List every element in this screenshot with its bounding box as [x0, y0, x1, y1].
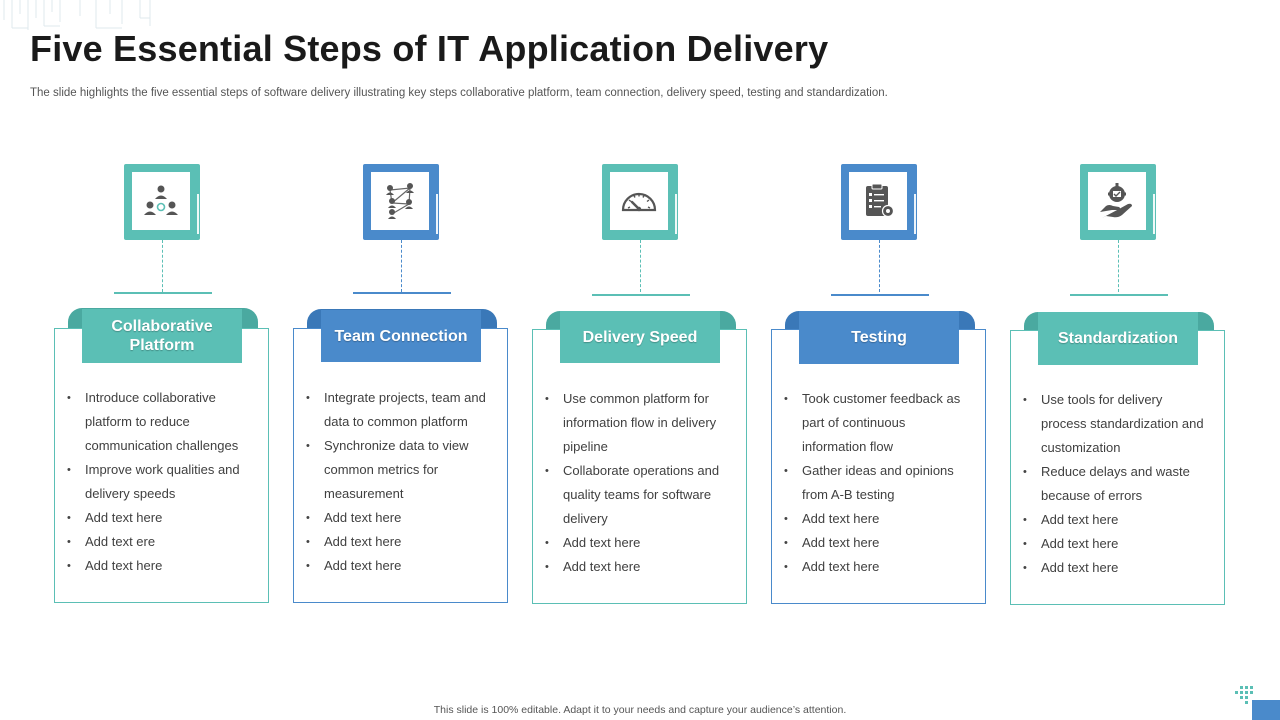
slide-title: Five Essential Steps of IT Application D… [30, 28, 829, 69]
bullet-item: Add text here [304, 530, 494, 554]
step-icon-box [841, 164, 917, 240]
bullet-list: Use common platform for information flow… [543, 387, 733, 579]
decorative-circuit-pattern [3, 0, 151, 30]
bullet-item: Add text here [65, 506, 255, 530]
step-card: Took customer feedback as part of contin… [771, 329, 986, 604]
dashed-connector [640, 240, 641, 292]
bullet-item: Took customer feedback as part of contin… [782, 387, 972, 459]
step-column-collaborative-platform: Introduce collaborative platform to redu… [54, 160, 272, 610]
bullet-list: Introduce collaborative platform to redu… [65, 386, 255, 578]
dashed-connector [401, 240, 402, 292]
step-column-standardization: Use tools for delivery process standardi… [1010, 160, 1228, 610]
connector-bar [831, 294, 929, 296]
bullet-list: Integrate projects, team and data to com… [304, 386, 494, 578]
network-people-icon [386, 183, 414, 219]
speedometer-icon [621, 192, 657, 212]
bullet-item: Add text here [543, 531, 733, 555]
bullet-item: Use common platform for information flow… [543, 387, 733, 459]
connector-bar [353, 292, 451, 294]
bullet-item: Add text here [65, 554, 255, 578]
hand-gear-icon [1100, 183, 1132, 218]
bullet-item: Synchronize data to view common metrics … [304, 434, 494, 506]
step-column-delivery-speed: Use common platform for information flow… [532, 160, 750, 610]
bullet-item: Add text here [782, 555, 972, 579]
connector-bar [1070, 294, 1168, 296]
bullet-item: Introduce collaborative platform to redu… [65, 386, 255, 458]
bullet-list: Took customer feedback as part of contin… [782, 387, 972, 579]
step-card: Integrate projects, team and data to com… [293, 328, 508, 603]
step-label: Standardization [1038, 312, 1198, 365]
connector-bar [114, 292, 212, 294]
step-label: Testing [799, 311, 959, 364]
slide-subtitle: The slide highlights the five essential … [30, 87, 888, 99]
bullet-item: Add text here [782, 531, 972, 555]
step-icon-box [1080, 164, 1156, 240]
step-icon-box [602, 164, 678, 240]
decorative-pixel-pattern [1235, 686, 1280, 720]
step-column-testing: Took customer feedback as part of contin… [771, 160, 989, 610]
bullet-list: Use tools for delivery process standardi… [1021, 388, 1211, 580]
connector-bar [592, 294, 690, 296]
step-card: Use tools for delivery process standardi… [1010, 330, 1225, 605]
step-label: Collaborative Platform [82, 309, 242, 363]
step-label: Delivery Speed [560, 311, 720, 363]
step-icon-box [124, 164, 200, 240]
step-card: Use common platform for information flow… [532, 329, 747, 604]
bullet-item: Use tools for delivery process standardi… [1021, 388, 1211, 460]
bullet-item: Reduce delays and waste because of error… [1021, 460, 1211, 508]
slide-footer: This slide is 100% editable. Adapt it to… [433, 704, 847, 716]
step-card: Introduce collaborative platform to redu… [54, 328, 269, 603]
dashed-connector [1118, 240, 1119, 292]
bullet-item: Add text here [1021, 556, 1211, 580]
bullet-item: Add text here [1021, 508, 1211, 532]
bullet-item: Gather ideas and opinions from A-B testi… [782, 459, 972, 507]
bullet-item: Add text here [304, 506, 494, 530]
step-icon-box [363, 164, 439, 240]
dashed-connector [162, 240, 163, 292]
team-collaboration-icon [144, 185, 178, 215]
checklist-gear-icon [866, 183, 895, 218]
dashed-connector [879, 240, 880, 292]
bullet-item: Add text here [543, 555, 733, 579]
step-column-team-connection: Integrate projects, team and data to com… [293, 160, 511, 610]
bullet-item: Add text here [1021, 532, 1211, 556]
bullet-item: Add text here [304, 554, 494, 578]
bullet-item: Add text here [782, 507, 972, 531]
bullet-item: Integrate projects, team and data to com… [304, 386, 494, 434]
bullet-item: Improve work qualities and delivery spee… [65, 458, 255, 506]
step-label: Team Connection [321, 310, 481, 362]
bullet-item: Collaborate operations and quality teams… [543, 459, 733, 531]
bullet-item: Add text ere [65, 530, 255, 554]
